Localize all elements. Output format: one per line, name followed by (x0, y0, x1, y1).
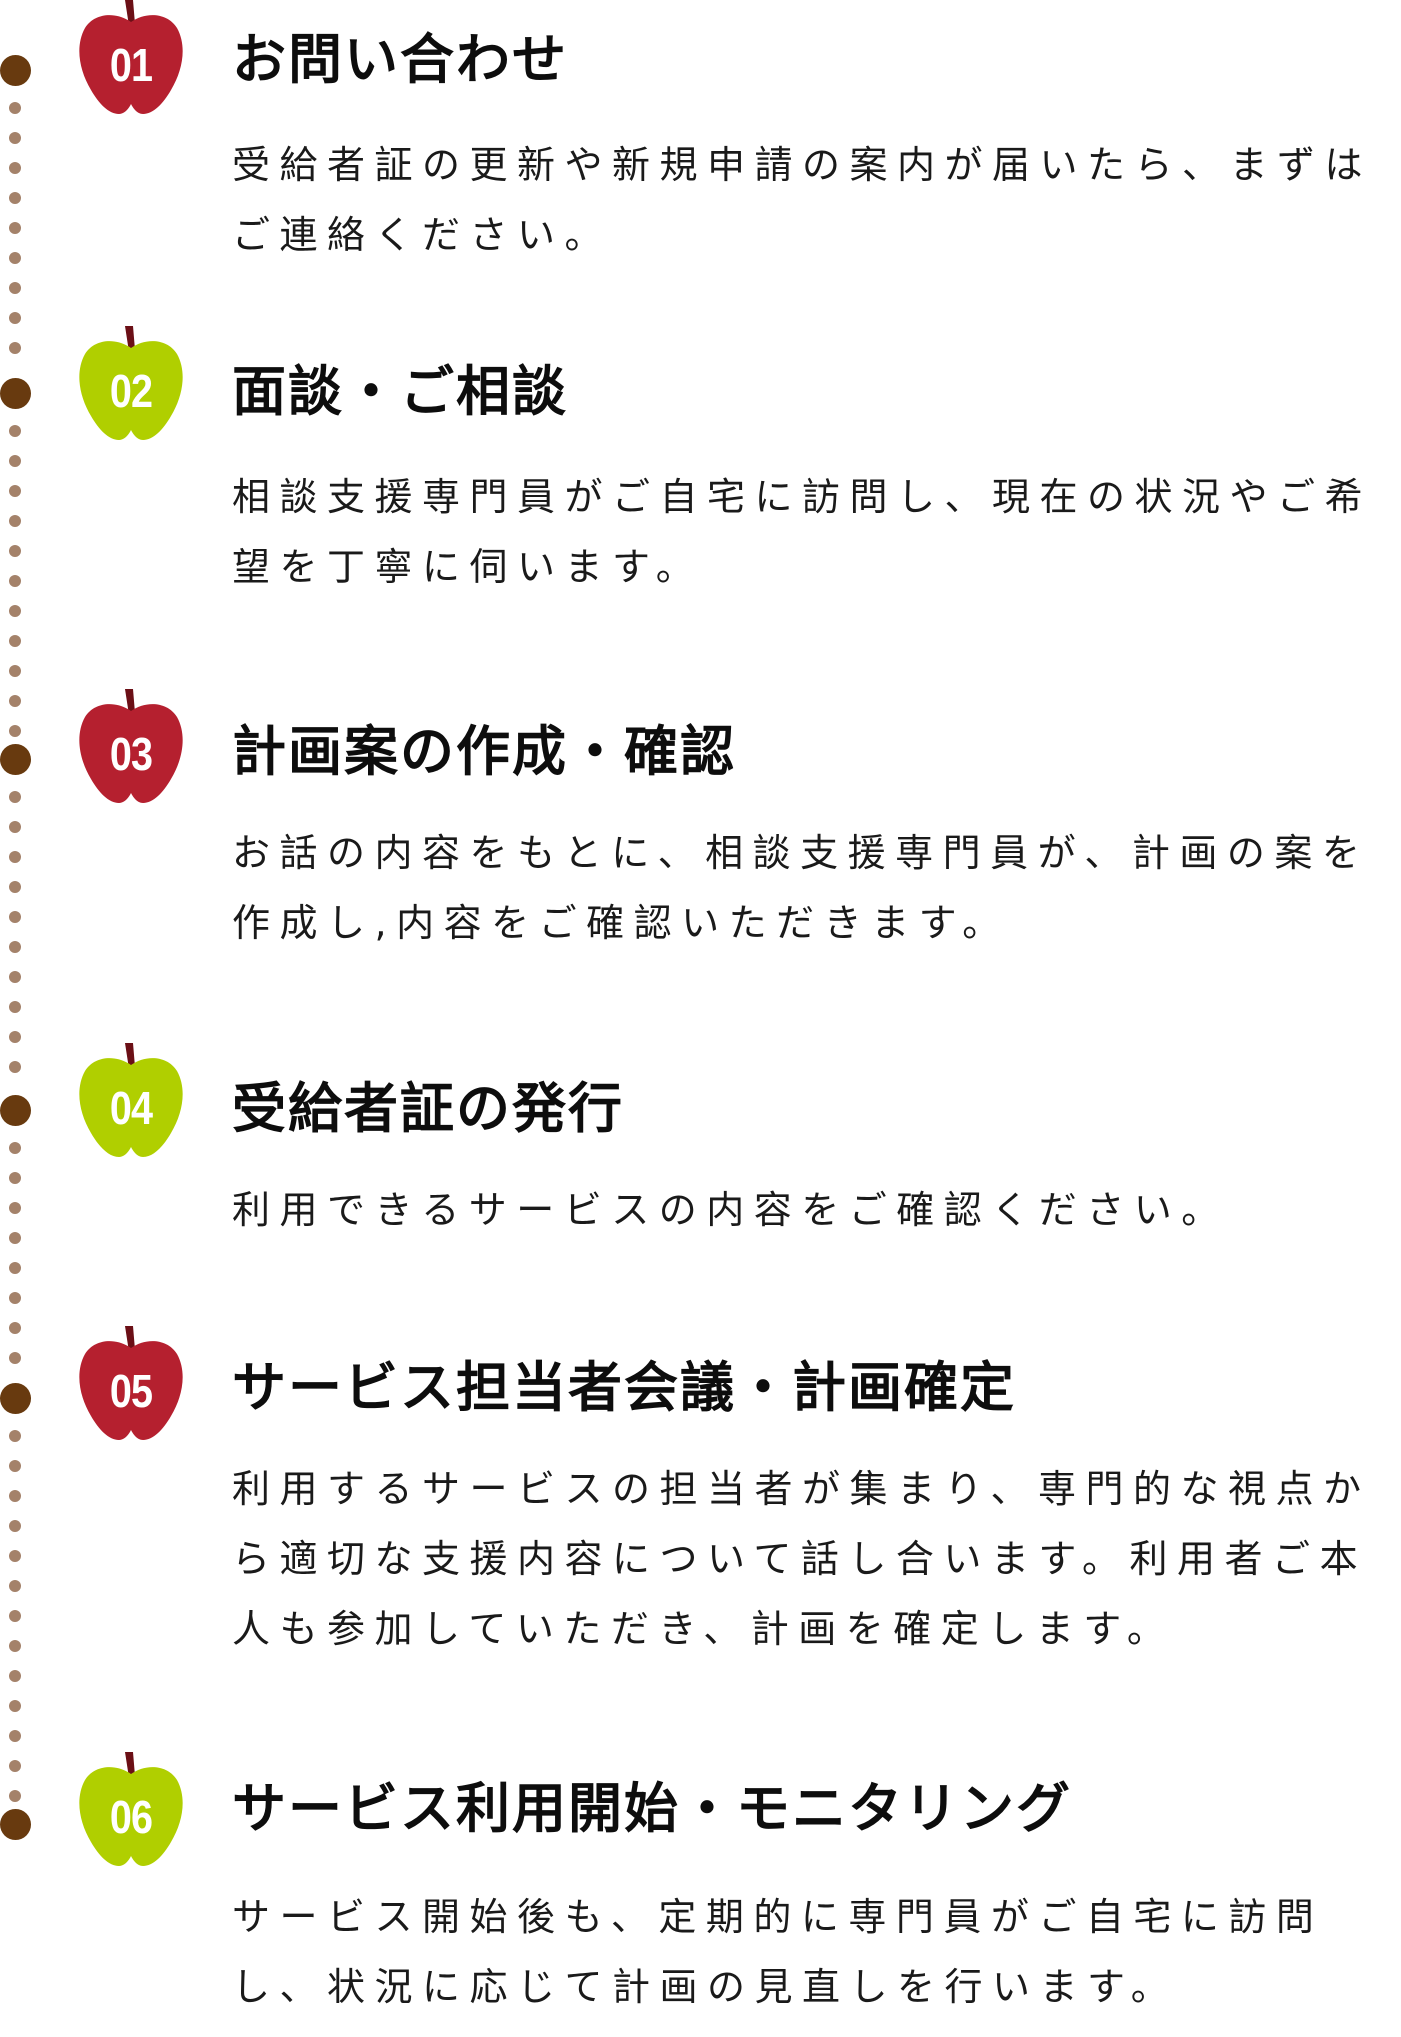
timeline-dot (9, 971, 21, 983)
timeline-dot (9, 635, 21, 647)
timeline-dot (9, 222, 21, 234)
apple-icon: 03 (77, 689, 185, 804)
timeline-dot (9, 282, 21, 294)
timeline-dot (9, 1490, 21, 1502)
timeline-dot (9, 1520, 21, 1532)
timeline-dot (9, 1262, 21, 1274)
timeline-marker (0, 1808, 31, 1840)
timeline-dot (9, 1322, 21, 1334)
apple-icon: 04 (77, 1043, 185, 1158)
timeline-dot (9, 1352, 21, 1364)
step-description: 利用できるサービスの内容をご確認ください。 (232, 1188, 1229, 1232)
timeline (0, 0, 40, 2037)
apple-green-icon (79, 1043, 183, 1157)
timeline-marker (0, 54, 31, 86)
step-number: 06 (109, 1791, 153, 1843)
timeline-dot (9, 665, 21, 677)
timeline-dot (9, 1430, 21, 1442)
timeline-dot (9, 575, 21, 587)
timeline-dot (9, 1460, 21, 1472)
timeline-marker (0, 1094, 31, 1126)
timeline-dot (9, 881, 21, 893)
timeline-dot (9, 1142, 21, 1154)
timeline-dot (9, 192, 21, 204)
step-description: 相談支援専門員がご自宅に訪問し、現在の状況やご希望を丁寧に伺います。 (232, 475, 1373, 589)
timeline-dot (9, 1031, 21, 1043)
timeline-marker (0, 743, 31, 775)
timeline-dot (9, 911, 21, 923)
timeline-dot (9, 695, 21, 707)
timeline-dot (9, 1670, 21, 1682)
timeline-dot (9, 1550, 21, 1562)
timeline-dot (9, 1202, 21, 1214)
step-description: 受給者証の更新や新規申請の案内が届いたら、まずはご連絡ください。 (232, 143, 1373, 257)
apple-icon: 01 (77, 0, 185, 115)
apple-red-icon (79, 1326, 183, 1440)
timeline-dot (9, 162, 21, 174)
step-number: 04 (109, 1082, 153, 1134)
step-description: お話の内容をもとに、相談支援専門員が、計画の案を作成し,内容をご確認いただきます… (232, 831, 1370, 945)
step-title: 面談・ご相談 (232, 360, 568, 423)
step-title: 受給者証の発行 (232, 1077, 624, 1140)
timeline-dot (9, 1760, 21, 1772)
timeline-marker (0, 377, 31, 409)
apple-red-icon (79, 689, 183, 803)
step-number: 05 (109, 1365, 153, 1417)
apple-icon: 02 (77, 326, 185, 441)
timeline-dot (9, 1172, 21, 1184)
timeline-dot (9, 851, 21, 863)
timeline-dot (9, 1700, 21, 1712)
timeline-dot (9, 1790, 21, 1802)
timeline-dot (9, 1640, 21, 1652)
step-title: 計画案の作成・確認 (232, 720, 736, 783)
step-description: 利用するサービスの担当者が集まり、専門的な視点から適切な支援内容について話し合い… (232, 1467, 1371, 1651)
timeline-dot (9, 515, 21, 527)
step-title: お問い合わせ (232, 28, 568, 91)
timeline-dot (9, 102, 21, 114)
apple-red-icon (79, 0, 183, 114)
step-title: サービス利用開始・モニタリング (232, 1777, 1072, 1840)
timeline-dot (9, 132, 21, 144)
timeline-dot (9, 312, 21, 324)
step-number: 02 (109, 365, 153, 417)
timeline-dot (9, 1001, 21, 1013)
timeline-dot (9, 425, 21, 437)
timeline-dot (9, 1610, 21, 1622)
timeline-dot (9, 545, 21, 557)
timeline-dot (9, 1730, 21, 1742)
timeline-dot (9, 1061, 21, 1073)
timeline-dot (9, 485, 21, 497)
timeline-dot (9, 941, 21, 953)
timeline-dot (9, 252, 21, 264)
timeline-dot (9, 342, 21, 354)
timeline-dot (9, 1292, 21, 1304)
timeline-dot (9, 455, 21, 467)
step-number: 03 (109, 728, 153, 780)
step-title: サービス担当者会議・計画確定 (232, 1356, 1016, 1419)
timeline-dot (9, 1580, 21, 1592)
timeline-dot (9, 821, 21, 833)
timeline-marker (0, 1382, 31, 1414)
apple-green-icon (79, 1752, 183, 1866)
timeline-dot (9, 791, 21, 803)
timeline-dot (9, 605, 21, 617)
apple-icon: 06 (77, 1752, 185, 1867)
step-number: 01 (109, 39, 153, 91)
timeline-dot (9, 1232, 21, 1244)
timeline-dot (9, 725, 21, 737)
apple-icon: 05 (77, 1326, 185, 1441)
step-description: サービス開始後も、定期的に専門員がご自宅に訪問し、状況に応じて計画の見直しを行い… (232, 1895, 1324, 2009)
apple-green-icon (79, 326, 183, 440)
